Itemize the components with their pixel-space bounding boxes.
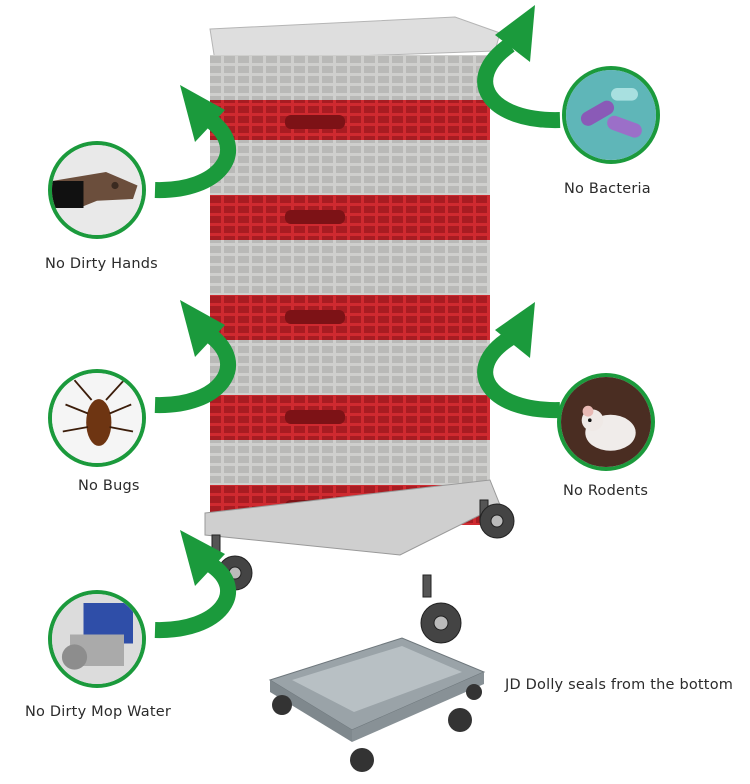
label-no-rodents: No Rodents: [563, 483, 649, 499]
dolly-illustration: [268, 637, 486, 772]
dolly-caption: JD Dolly seals from the bottom: [505, 677, 734, 693]
rack-layers: [210, 55, 490, 525]
label-no-dirty-mop-water: No Dirty Mop Water: [25, 704, 172, 720]
rat-photo-icon: [557, 373, 655, 471]
label-no-dirty-hands: No Dirty Hands: [45, 256, 158, 272]
dirty-hands-photo-icon: [48, 141, 146, 239]
arrow-rodents: [477, 302, 561, 419]
arrow-bugs: [154, 300, 236, 414]
cockroach-photo-icon: [48, 369, 146, 467]
label-no-bugs: No Bugs: [78, 478, 140, 494]
arrow-dirty-hands: [154, 85, 236, 199]
mop-bucket-photo-icon: [48, 590, 146, 688]
arrow-mop-water: [154, 530, 236, 639]
arrow-bacteria: [477, 5, 561, 129]
bacteria-photo-icon: [562, 66, 660, 164]
label-no-bacteria: No Bacteria: [564, 181, 651, 197]
rack-stack-illustration: [204, 16, 515, 644]
